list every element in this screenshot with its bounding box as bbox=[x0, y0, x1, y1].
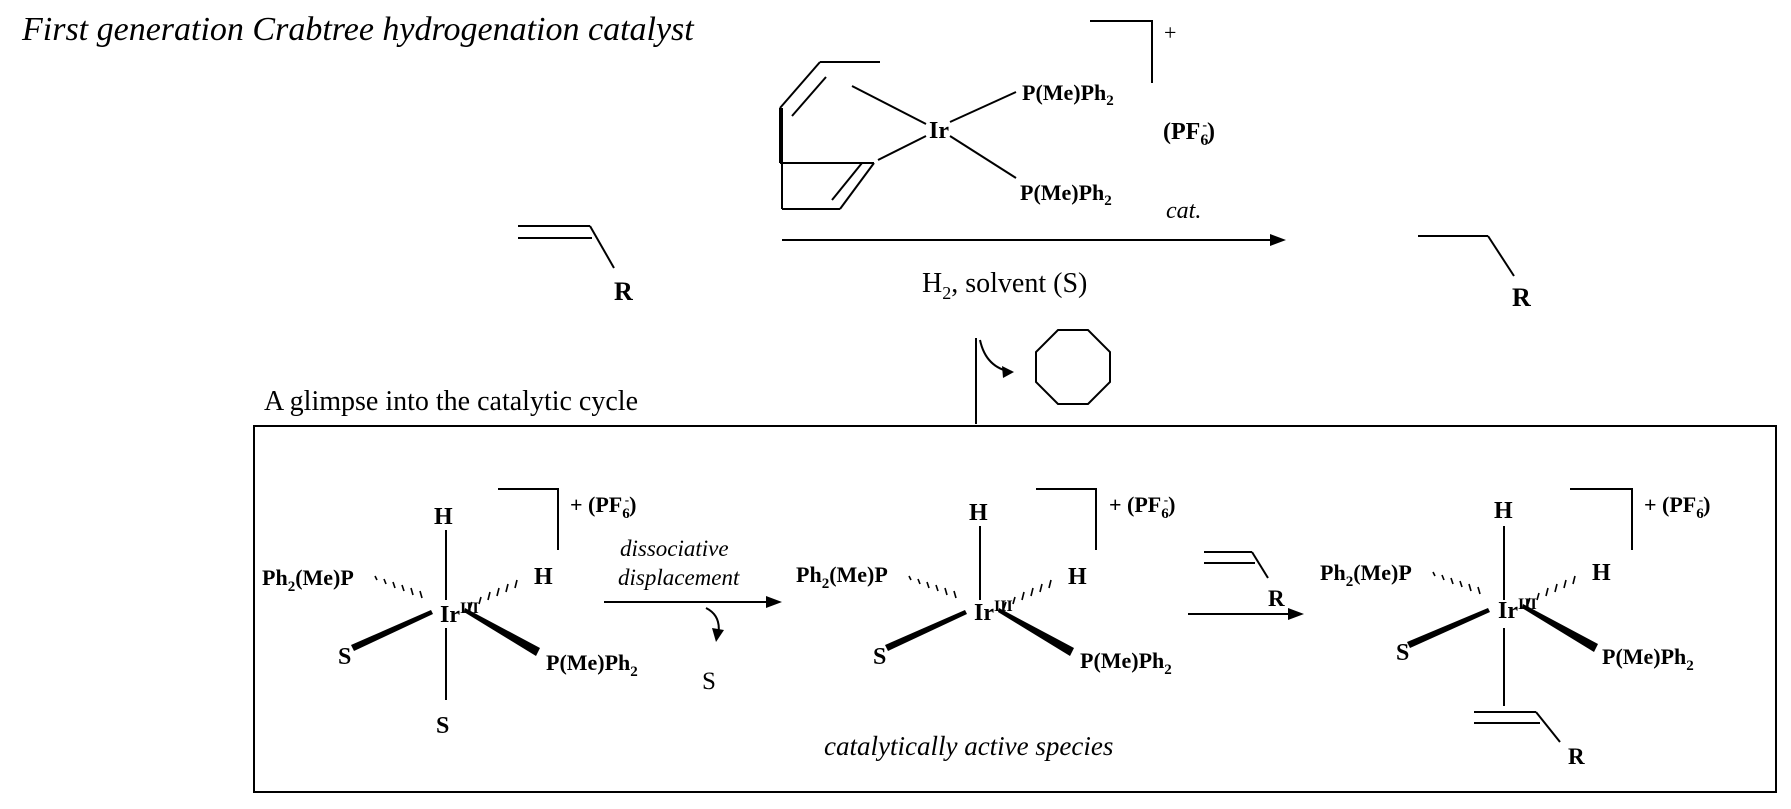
iridium-label: Ir bbox=[929, 118, 949, 144]
phosphine-top-label: P(Me)Ph2 bbox=[1022, 80, 1114, 109]
charge-bracket bbox=[1090, 20, 1153, 83]
ir-p-bond-lower bbox=[949, 135, 1017, 179]
catalyst-abbrev: cat. bbox=[1166, 198, 1201, 224]
svg-text:S: S bbox=[1396, 640, 1409, 666]
svg-text:P(Me)Ph2: P(Me)Ph2 bbox=[1602, 644, 1694, 674]
ir-p-bond-upper bbox=[949, 91, 1017, 123]
product-alkane bbox=[1418, 235, 1515, 277]
svg-text:IrIII: IrIII bbox=[440, 600, 479, 628]
svg-text:P(Me)Ph2: P(Me)Ph2 bbox=[1080, 648, 1172, 678]
svg-text:H: H bbox=[434, 504, 453, 530]
cyclooctane bbox=[1035, 329, 1111, 405]
ir-cod-bond-lower bbox=[877, 135, 927, 161]
alkene-coordination-step: R bbox=[1188, 551, 1304, 620]
svg-text:R: R bbox=[1568, 744, 1585, 769]
svg-text:dissociative: dissociative bbox=[620, 536, 729, 561]
product-r-label: R bbox=[1512, 283, 1531, 312]
svg-text:+ (PF6-): + (PF6-) bbox=[570, 492, 636, 522]
complex-2-active-species: H H S IrIII Ph2(Me)P P(Me)Ph2 + (PF6-) bbox=[796, 488, 1175, 678]
svg-text:Ph2(Me)P: Ph2(Me)P bbox=[796, 562, 888, 592]
counterion-label: (PF6-) bbox=[1163, 118, 1215, 149]
svg-text:S: S bbox=[436, 713, 449, 739]
dissociation-step: dissociative displacement S bbox=[604, 536, 782, 695]
svg-text:+ (PF6-): + (PF6-) bbox=[1644, 492, 1710, 522]
conditions-label: H2, solvent (S) bbox=[922, 268, 1087, 303]
complex-3-alkene-adduct: H H S IrIII Ph2(Me)P P(Me)Ph2 + (PF6-) R bbox=[1320, 488, 1710, 769]
phosphine-bottom-label: P(Me)Ph2 bbox=[1020, 180, 1112, 209]
ir-cod-bond-upper bbox=[851, 85, 927, 125]
reactant-alkene bbox=[518, 225, 615, 269]
cod-release-arrowhead bbox=[1002, 366, 1014, 378]
cycle-heading: A glimpse into the catalytic cycle bbox=[264, 386, 638, 417]
svg-text:H: H bbox=[534, 564, 553, 590]
scheme-title: First generation Crabtree hydrogenation … bbox=[21, 11, 695, 48]
svg-text:H: H bbox=[969, 500, 988, 526]
svg-text:displacement: displacement bbox=[618, 565, 740, 590]
svg-text:H: H bbox=[1068, 564, 1087, 590]
svg-text:IrIII: IrIII bbox=[1498, 596, 1537, 624]
svg-text:S: S bbox=[338, 644, 351, 670]
active-species-label: catalytically active species bbox=[824, 731, 1113, 761]
crabtree-catalyst bbox=[779, 20, 1153, 210]
catalyst-charge: + bbox=[1164, 20, 1176, 45]
svg-text:IrIII: IrIII bbox=[974, 598, 1013, 626]
cod-release-arrow bbox=[979, 339, 1013, 373]
svg-text:R: R bbox=[1268, 586, 1285, 611]
svg-text:H: H bbox=[1494, 498, 1513, 524]
svg-text:P(Me)Ph2: P(Me)Ph2 bbox=[546, 650, 638, 680]
svg-text:H: H bbox=[1592, 560, 1611, 586]
svg-text:S: S bbox=[702, 668, 716, 695]
svg-text:+ (PF6-): + (PF6-) bbox=[1109, 492, 1175, 522]
svg-text:Ph2(Me)P: Ph2(Me)P bbox=[262, 565, 354, 595]
svg-text:Ph2(Me)P: Ph2(Me)P bbox=[1320, 560, 1412, 590]
reaction-arrowhead bbox=[1270, 234, 1286, 246]
svg-text:S: S bbox=[873, 644, 886, 670]
cycle-box bbox=[253, 425, 1777, 793]
reactant-r-label: R bbox=[614, 277, 633, 306]
complex-1: H H S S IrIII Ph2(Me)P P(Me)Ph2 + (PF6-) bbox=[262, 488, 638, 739]
cod-ligand bbox=[779, 61, 880, 210]
